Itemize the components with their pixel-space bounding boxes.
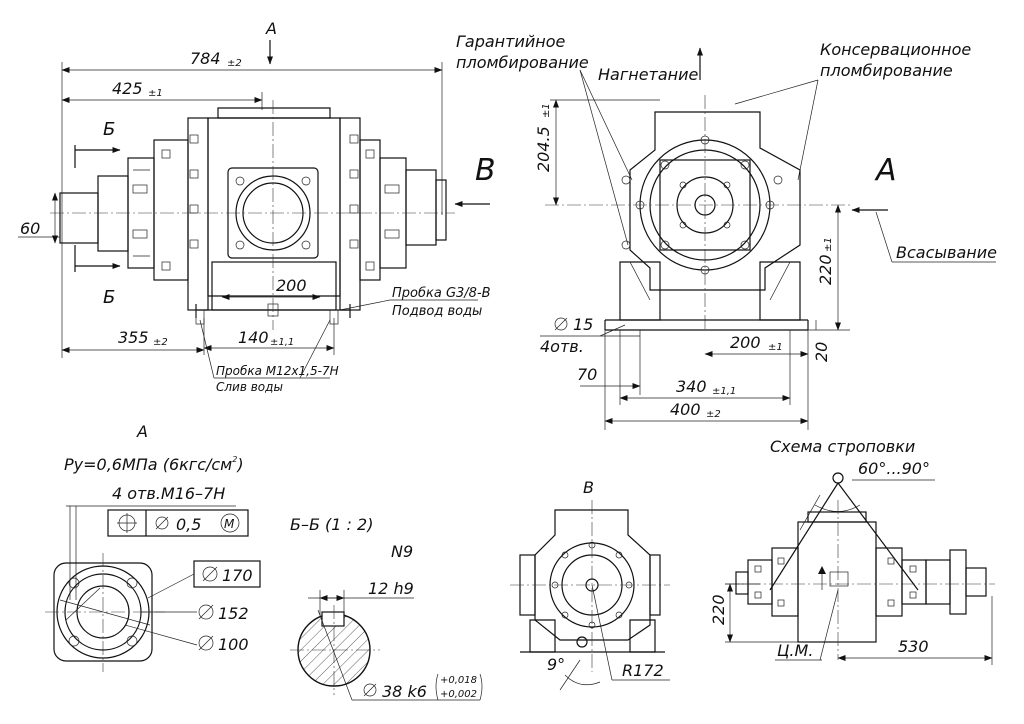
dim-425: 425 xyxy=(112,79,143,98)
dim-400-tol: ±2 xyxy=(706,409,721,420)
dim-340-tol: ±1,1 xyxy=(712,386,736,397)
sling-scheme: Схема строповки 60°...90° xyxy=(709,437,995,665)
dim-140-tol: ±1,1 xyxy=(270,337,294,348)
section-bb: Б–Б (1 : 2) N9 12 h9 38 k6 +0,018 +0,002 xyxy=(290,515,483,701)
dim-425-tol: ±1 xyxy=(148,88,163,99)
dim-200-front: 200 xyxy=(276,276,307,295)
dim-140: 140 xyxy=(238,328,269,347)
dia-100: 100 xyxy=(218,635,249,654)
dim-hole-15: 15 xyxy=(573,315,593,334)
dim-784-tol: ±2 xyxy=(227,58,242,69)
view-label-v: В xyxy=(475,153,496,188)
sling-angle: 60°...90° xyxy=(858,459,930,478)
dim-784: 784 xyxy=(190,49,221,68)
shaft-tol-upper: +0,018 xyxy=(440,675,477,686)
dim-20: 20 xyxy=(812,342,831,362)
center-of-mass: Ц.М. xyxy=(777,641,813,660)
dim-204-tol: ±1 xyxy=(541,103,552,118)
detail-v: В 9° R172 xyxy=(510,478,670,691)
radius-r172: R172 xyxy=(622,661,664,680)
shaft-tol-lower: +0,002 xyxy=(440,689,477,700)
shaft-dia: 38 k6 xyxy=(382,682,427,701)
dim-220-side-tol: ±1 xyxy=(823,237,834,252)
plug-drain-2: Слив воды xyxy=(216,380,283,394)
label-warranty-seal-1: Гарантийное xyxy=(456,32,566,51)
front-view: A 784 ±2 425 ±1 Б Б 60 xyxy=(18,19,496,394)
label-warranty-seal-2: пломбирование xyxy=(456,53,589,72)
dim-200-side: 200 xyxy=(730,333,761,352)
dim-200-side-tol: ±1 xyxy=(768,342,783,353)
plug-water-supply-2: Подвод воды xyxy=(392,304,482,319)
dim-70: 70 xyxy=(577,365,597,384)
key-width: 12 h9 xyxy=(368,579,414,598)
sling-dim-530: 530 xyxy=(898,637,929,656)
dim-204: 204.5 xyxy=(534,126,553,172)
sling-title: Схема строповки xyxy=(770,437,915,456)
tolerance-modifier: M xyxy=(224,517,235,531)
tolerance-value: 0,5 xyxy=(176,515,201,534)
label-suction: Всасывание xyxy=(896,243,997,262)
section-label: Б–Б (1 : 2) xyxy=(290,515,373,534)
dim-60: 60 xyxy=(20,219,40,238)
view-label-a-big: А xyxy=(874,153,897,188)
section-mark-b-lower: Б xyxy=(103,287,115,308)
holes-label: 4 отв.М16–7Н xyxy=(112,484,225,503)
pressure-label: Pу=0,6МПа (6кгс/см2) xyxy=(64,455,244,474)
dim-220-side: 220 xyxy=(816,254,835,285)
angle-9: 9° xyxy=(547,655,565,674)
plug-drain-1: Пробка M12x1,5-7H xyxy=(216,364,339,378)
detail-v-label: В xyxy=(583,478,594,497)
dim-hole-count: 4отв. xyxy=(540,337,584,356)
section-mark-b-upper: Б xyxy=(103,119,115,140)
dim-hole-group: 15 4отв. xyxy=(540,315,640,356)
dia-170: 170 xyxy=(222,566,253,585)
dim-340: 340 xyxy=(676,377,707,396)
side-view: Гарантийное пломбирование Нагнетание Кон… xyxy=(456,32,997,430)
dim-355: 355 xyxy=(118,328,149,347)
detail-a: А Pу=0,6МПа (6кгс/см2) 4 отв.М16–7Н 0,5 … xyxy=(45,422,261,672)
dim-355-tol: ±2 xyxy=(153,337,168,348)
dim-400: 400 xyxy=(670,400,701,419)
view-label-a-top: A xyxy=(265,19,277,38)
detail-a-label: А xyxy=(136,422,148,441)
dia-152: 152 xyxy=(218,604,249,623)
label-discharge: Нагнетание xyxy=(598,65,699,84)
plug-water-supply-1: Пробка G3/8-B xyxy=(392,286,491,301)
fit-n9: N9 xyxy=(391,542,413,561)
label-conservation-seal-2: пломбирование xyxy=(820,61,953,80)
label-conservation-seal-1: Консервационное xyxy=(820,40,971,59)
sling-dim-220: 220 xyxy=(709,594,728,625)
